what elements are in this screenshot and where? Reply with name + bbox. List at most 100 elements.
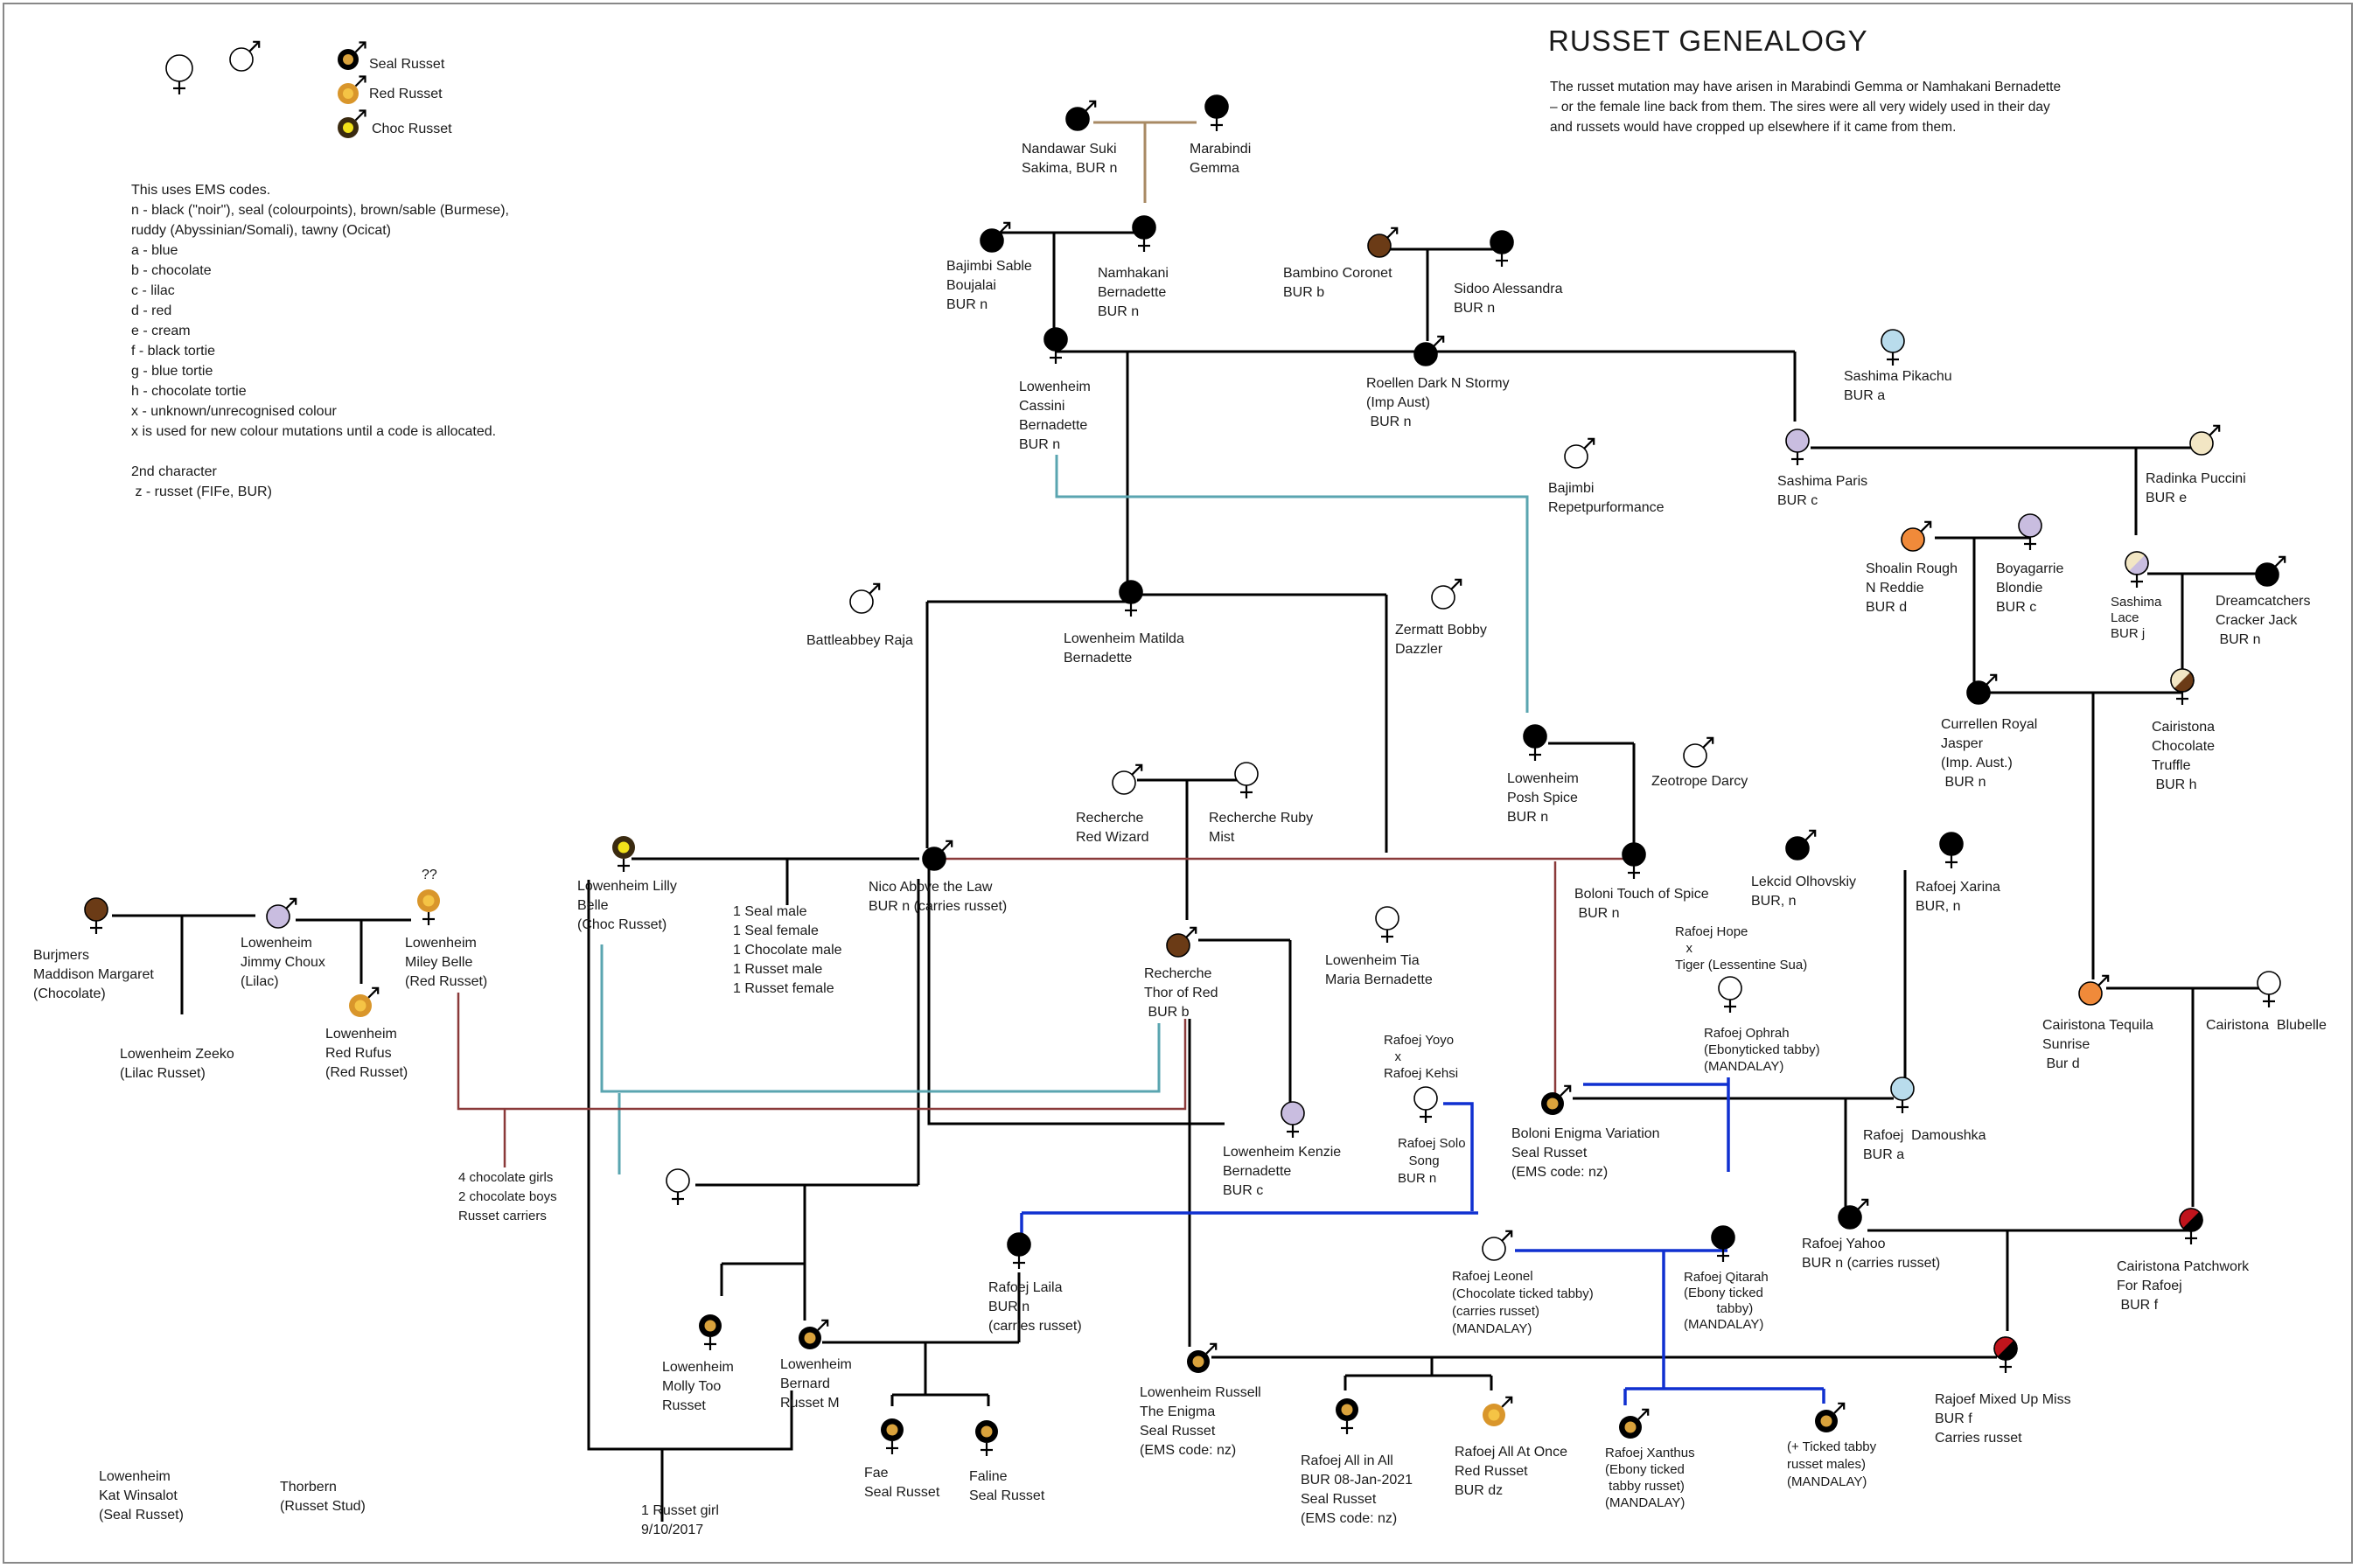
legend-choc-icon (338, 109, 366, 138)
sidoo-female-icon (1490, 230, 1514, 267)
label-yahoo: Rafoej Yahoo BUR n (carries russet) (1802, 1237, 1941, 1271)
molly-female-icon (699, 1314, 722, 1350)
label-bajimbi-sable: Bajimbi Sable Boujalai BUR n (946, 259, 1032, 312)
label-lace: Sashima Lace BUR j (2111, 595, 2162, 641)
center-female-icon (666, 1168, 690, 1205)
label-dreamcatchers: Dreamcatchers Cracker Jack BUR n (2216, 594, 2311, 647)
label-blondie: Boyagarrie Blondie BUR c (1996, 561, 2064, 615)
ruby-female-icon (1234, 762, 1259, 798)
label-zermatt: Zermatt Bobby Dazzler (1395, 623, 1487, 657)
label-touch: Boloni Touch of Spice BUR n (1574, 887, 1709, 921)
legend-seal-icon (338, 41, 366, 70)
label-pikachu: Sashima Pikachu BUR a (1844, 369, 1952, 403)
dreamcatchers-male-icon (2255, 555, 2286, 587)
truffle-female-icon (2170, 668, 2195, 705)
label-litter2: 4 chocolate girls 2 chocolate boys Russe… (458, 1170, 557, 1223)
leonel-male-icon (1482, 1230, 1513, 1261)
repet-male-icon (1564, 437, 1595, 469)
label-damoushka: Rafoej Damoushka BUR a (1863, 1128, 1986, 1162)
bambino-male-icon (1367, 226, 1399, 258)
label-tequila: Cairistona Tequila Sunrise Bur d (2042, 1018, 2153, 1071)
label-allatonce: Rafoej All At Once Red Russet BUR dz (1455, 1445, 1567, 1498)
label-truffle: Cairistona Chocolate Truffle BUR h (2152, 720, 2216, 792)
label-rufus: Lowenheim Red Rufus (Red Russet) (325, 1027, 408, 1080)
roellen-male-icon (1413, 335, 1445, 366)
legend-red-icon (338, 75, 366, 104)
kenzie-female-icon (1281, 1101, 1305, 1138)
russell-male-icon (1187, 1342, 1218, 1373)
label-russet-girl: 1 Russet girl 9/10/2017 (641, 1503, 719, 1537)
nandawar-male-icon (1065, 100, 1097, 131)
label-roellen: Roellen Dark N Stormy (Imp Aust) BUR n (1366, 376, 1510, 429)
label-bambino: Bambino Coronet BUR b (1283, 266, 1392, 300)
patchwork-female-icon (2179, 1208, 2203, 1244)
faline-female-icon (975, 1420, 998, 1456)
laila-female-icon (1007, 1232, 1031, 1269)
allatonce-male-icon (1483, 1396, 1513, 1426)
label-xarina: Rafoej Xarina BUR, n (1916, 880, 2000, 914)
label-mixedup: Rajoef Mixed Up Miss BUR f Carries russe… (1935, 1392, 2071, 1446)
paris-female-icon (1785, 429, 1810, 465)
label-lilly: Lowenheim Lilly Belle (Choc Russet) (577, 879, 677, 932)
label-enigma: Boloni Enigma Variation Seal Russet (EMS… (1511, 1126, 1660, 1180)
label-faline: Faline Seal Russet (969, 1469, 1045, 1503)
label-jimmy: Lowenheim Jimmy Choux (Lilac) (241, 936, 325, 989)
blondie-female-icon (2018, 513, 2042, 550)
tia-female-icon (1375, 906, 1399, 943)
label-posh: Lowenheim Posh Spice BUR n (1507, 771, 1579, 825)
wizard-male-icon (1112, 763, 1143, 795)
bajimbi-sable-male-icon (980, 221, 1011, 253)
ems-codes-text: This uses EMS codes. n - black ("noir"),… (131, 183, 509, 499)
enigma-male-icon (1541, 1084, 1572, 1115)
label-wizard: Recherche Red Wizard (1076, 811, 1149, 845)
matilda-female-icon (1119, 580, 1143, 617)
damoushka-female-icon (1890, 1077, 1915, 1113)
darcy-male-icon (1683, 736, 1714, 768)
shoalin-male-icon (1901, 520, 1932, 552)
label-kenzie: Lowenheim Kenzie Bernadette BUR c (1223, 1145, 1342, 1198)
label-patchwork: Cairistona Patchwork For Rafoej BUR f (2117, 1259, 2250, 1313)
label-unknown-marker: ?? (422, 868, 437, 882)
legend-seal-label: Seal Russet (369, 57, 445, 72)
qitarah-female-icon (1711, 1225, 1735, 1262)
label-solo: Rafoej Solo Song BUR n (1398, 1136, 1466, 1186)
burjmers-female-icon (84, 897, 108, 934)
image-frame (3, 3, 2353, 1564)
label-paris: Sashima Paris BUR c (1777, 474, 1868, 508)
label-russell: Lowenheim Russell The Enigma Seal Russet… (1140, 1385, 1261, 1458)
puccini-male-icon (2189, 424, 2221, 456)
label-olhovskiy: Lekcid Olhovskiy BUR, n (1751, 875, 1857, 909)
diagram-title: RUSSET GENEALOGY (1548, 24, 1868, 57)
ticked-males-icon (1815, 1402, 1846, 1432)
yahoo-male-icon (1838, 1198, 1869, 1230)
legend-choc-label: Choc Russet (372, 122, 452, 136)
tequila-male-icon (2078, 974, 2110, 1006)
legend-female-icon (165, 54, 193, 94)
label-matilda: Lowenheim Matilda Bernadette (1064, 631, 1184, 666)
label-zeeko: Lowenheim Zeeko (Lilac Russet) (120, 1047, 234, 1081)
namhakani-female-icon (1132, 215, 1156, 252)
label-puccini: Radinka Puccini BUR e (2146, 471, 2246, 505)
miley-female-icon (417, 889, 440, 925)
xarina-female-icon (1939, 832, 1964, 868)
marabindi-female-icon (1204, 94, 1229, 131)
label-blubelle: Cairistona Blubelle (2206, 1018, 2327, 1033)
lilly-female-icon (612, 836, 635, 872)
label-xanthus: Rafoej Xanthus (Ebony ticked tabby russe… (1605, 1446, 1695, 1510)
label-yoyo: Rafoej Yoyo x Rafoej Kehsi (1384, 1033, 1459, 1081)
label-ophrah: Rafoej Ophrah (Ebonyticked tabby) (MANDA… (1704, 1026, 1820, 1074)
legend-male-icon (229, 40, 261, 72)
jasper-male-icon (1966, 673, 1998, 705)
allinall-female-icon (1336, 1398, 1358, 1434)
label-allinall: Rafoej All in All BUR 08-Jan-2021 Seal R… (1301, 1453, 1413, 1526)
label-nico: Nico Above the Law BUR n (carries russet… (869, 880, 1008, 914)
label-kat: Lowenheim Kat Winsalot (Seal Russet) (99, 1469, 184, 1523)
label-laila: Rafoej Laila BUR n (carries russet) (988, 1280, 1082, 1334)
thor-male-icon (1166, 926, 1197, 958)
label-hope: Rafoej Hope x Tiger (Lessentine Sua) (1675, 924, 1808, 972)
pikachu-female-icon (1881, 329, 1905, 366)
zermatt-male-icon (1431, 578, 1462, 610)
label-leonel: Rafoej Leonel (Chocolate ticked tabby) (… (1452, 1269, 1594, 1336)
